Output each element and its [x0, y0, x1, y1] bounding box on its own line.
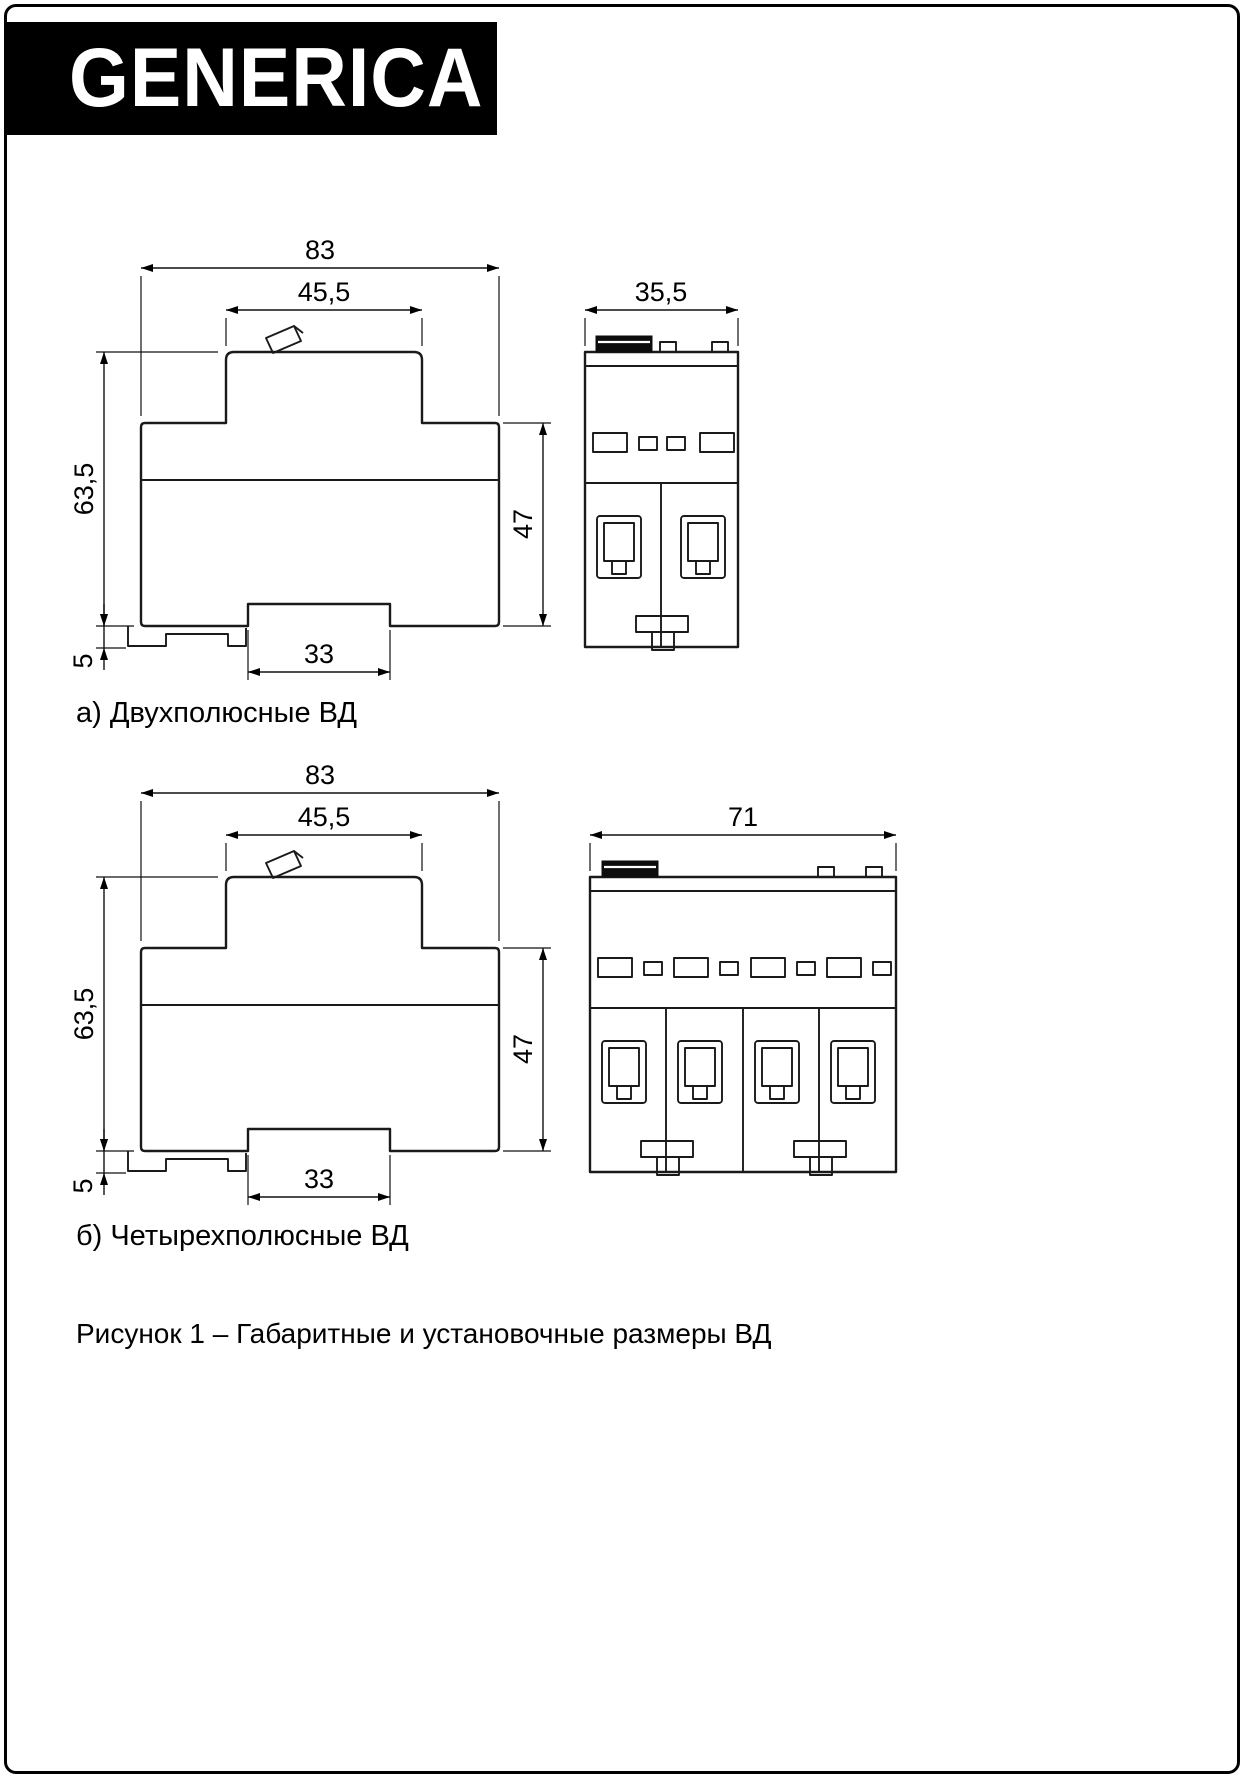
dim-b-front-width: 71 [728, 802, 758, 832]
dim-a-height: 63,5 [69, 463, 99, 516]
din-clips-4p [640, 1140, 847, 1176]
dim-a-overall-width: 83 [305, 235, 335, 265]
dim-b-mount-height: 47 [508, 1034, 538, 1064]
dim-a-latch-offset: 5 [68, 653, 98, 668]
figure-a-front-view [583, 306, 740, 651]
dim-b-handle-width: 45,5 [298, 802, 351, 832]
dim-b-overall-width: 83 [305, 760, 335, 790]
figure-a-side-dimensions [96, 268, 551, 680]
dim-b-rail-slot: 33 [304, 1164, 334, 1194]
toggle-handle-bar [595, 335, 653, 353]
figure-b-label: б) Четырехполюсные ВД [76, 1220, 409, 1252]
dim-a-handle-width: 45,5 [298, 277, 351, 307]
figure-caption: Рисунок 1 – Габаритные и установочные ра… [76, 1318, 772, 1349]
brand-logo: GENERICA [7, 22, 497, 135]
terminal-screws-4p [601, 1040, 876, 1104]
figure-b-drawing: 83 45,5 63,5 47 5 33 71 [68, 760, 898, 1205]
figure-a-drawing: 83 45,5 63,5 47 5 33 35,5 [68, 235, 740, 680]
terminal-covers-4p [597, 957, 892, 978]
figure-a-label: а) Двухполюсные ВД [76, 697, 358, 729]
brand-logo-text: GENERICA [69, 31, 484, 125]
toggle-handle-bar-4p [601, 860, 659, 878]
dim-b-height: 63,5 [69, 988, 99, 1041]
figure-b-side-view [126, 849, 501, 1173]
dim-b-latch-offset: 5 [68, 1178, 98, 1193]
figure-b-front-view [588, 831, 898, 1176]
dim-a-rail-slot: 33 [304, 639, 334, 669]
figure-b-side-dimensions [96, 793, 551, 1205]
terminal-screws-2p [596, 515, 726, 579]
figure-a-side-view [126, 324, 501, 648]
dim-a-mount-height: 47 [508, 509, 538, 539]
dim-a-front-width: 35,5 [635, 277, 688, 307]
din-clip-2p [635, 615, 689, 651]
